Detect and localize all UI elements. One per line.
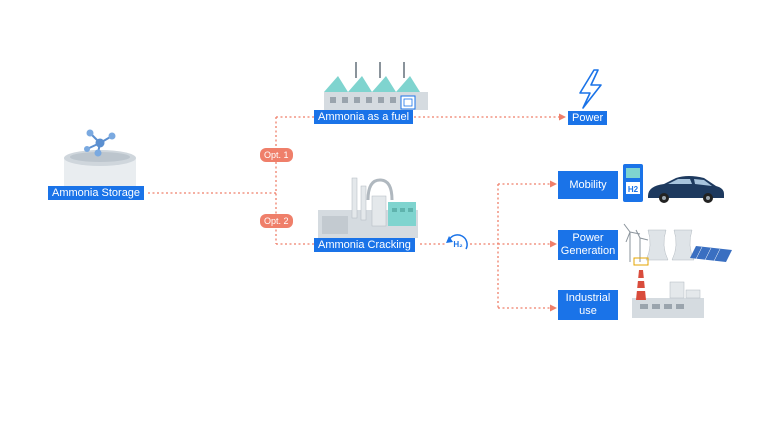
h2-cycle-icon: H₂ (446, 234, 468, 250)
solar-panel-icon (690, 246, 732, 262)
ammonia-cracking-label: Ammonia Cracking (314, 238, 415, 252)
storage-tank-icon (64, 150, 136, 190)
power-generation-box: Power Generation (558, 230, 618, 260)
car-icon (648, 176, 724, 203)
ammonia-storage-label: Ammonia Storage (48, 186, 145, 200)
ammonia-fuel-label: Ammonia as a fuel (314, 110, 414, 124)
option-1-badge: Opt. 1 (260, 148, 293, 162)
arrowhead-mobility (550, 180, 557, 188)
option-2-badge: Opt. 2 (260, 214, 293, 228)
h2-symbol: H₂ (453, 240, 463, 249)
lightning-icon (579, 69, 602, 109)
industrial-plant-icon (632, 281, 704, 318)
cooling-tower-icon (645, 229, 695, 261)
wind-turbine-icon (623, 223, 649, 262)
pump-label: H2 (628, 185, 639, 194)
battery-icon (633, 257, 649, 266)
power-label: Power (568, 111, 608, 125)
cracking-plant-icon (318, 177, 418, 238)
industrial-use-box: Industrial use (558, 290, 618, 320)
chimney-icon (636, 270, 646, 300)
mobility-box: Mobility (558, 171, 618, 199)
hydrogen-pump-icon: H2 (623, 164, 643, 202)
arrowhead-industrial (550, 304, 557, 312)
arrowhead-power (559, 113, 566, 121)
fuel-badge-icon (400, 95, 416, 110)
arrowhead-power-generation (550, 240, 557, 248)
ammonia-molecule-icon (84, 129, 116, 157)
